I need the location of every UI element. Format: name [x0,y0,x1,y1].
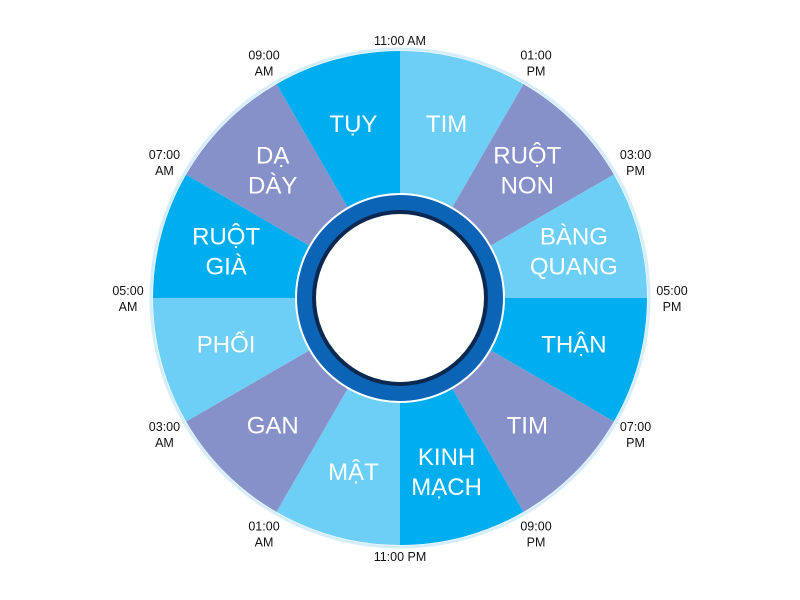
segment-label-line: MẬT [328,459,379,486]
time-label-line: 07:00 [620,420,651,434]
segment-label-line: DẠ [256,143,289,170]
segment-label-line: DÀY [248,173,297,200]
segment-label-line: TIM [426,111,467,138]
segment-label: RUỘT NON [493,142,561,200]
center-hole [316,214,484,382]
segment-label-line: PHỔI [197,331,256,359]
segment-label: BÀNG QUANG [530,223,618,280]
time-label: 11:00 PM [374,550,427,564]
time-label: 11:00 AM [374,34,426,48]
time-label-line: PM [626,164,645,178]
segment-label: RUỘT GIÀ [192,222,260,280]
time-label-line: AM [255,536,274,550]
segment-label-line: TIM [507,412,548,439]
time-label-line: 03:00 [149,420,180,434]
segment-label: KINH MẠCH [411,444,482,501]
segment-label-line: RUỘT [192,222,260,250]
segment-label-line: RUỘT [493,142,561,170]
time-label-line: PM [527,64,546,78]
time-label-line: 07:00 [149,148,180,162]
segment-label-line: TỤY [329,111,377,138]
time-label-line: AM [255,64,274,78]
time-label-line: 11:00 PM [374,550,427,564]
time-label-line: AM [155,436,174,450]
time-label-line: AM [155,164,174,178]
segment-label-line: THẬN [541,332,606,359]
segment-label-line: NON [501,173,554,200]
time-label-line: 03:00 [620,148,651,162]
time-label-line: PM [527,536,546,550]
segment-label: THẬN [541,332,606,359]
segment-label-line: MẠCH [411,474,482,501]
segment-label-line: GIÀ [205,253,246,280]
segment-label: MẬT [328,459,379,486]
segment-label: DẠ DÀY [248,143,297,200]
time-label-line: PM [663,300,682,314]
segment-label-line: BÀNG [540,223,608,250]
segment-label: TIM [507,412,548,439]
segment-label: TIM [426,111,467,138]
time-label-line: AM [119,300,138,314]
segment-label-line: QUANG [530,253,618,280]
segment-label: PHỔI [197,331,256,359]
time-label-line: 01:00 [520,48,551,62]
segment-label-line: GAN [247,412,299,439]
time-label-line: 09:00 [248,48,279,62]
segment-label: TỤY [329,111,377,138]
time-label-line: 05:00 [656,284,687,298]
segment-label-line: KINH [418,444,475,471]
time-label-line: 11:00 AM [374,34,426,48]
segment-label: GAN [247,412,299,439]
time-label-line: 05:00 [112,284,143,298]
time-label-line: 01:00 [248,520,279,534]
wheel-outline [149,47,651,549]
time-label-line: 09:00 [520,520,551,534]
time-label-line: PM [626,436,645,450]
